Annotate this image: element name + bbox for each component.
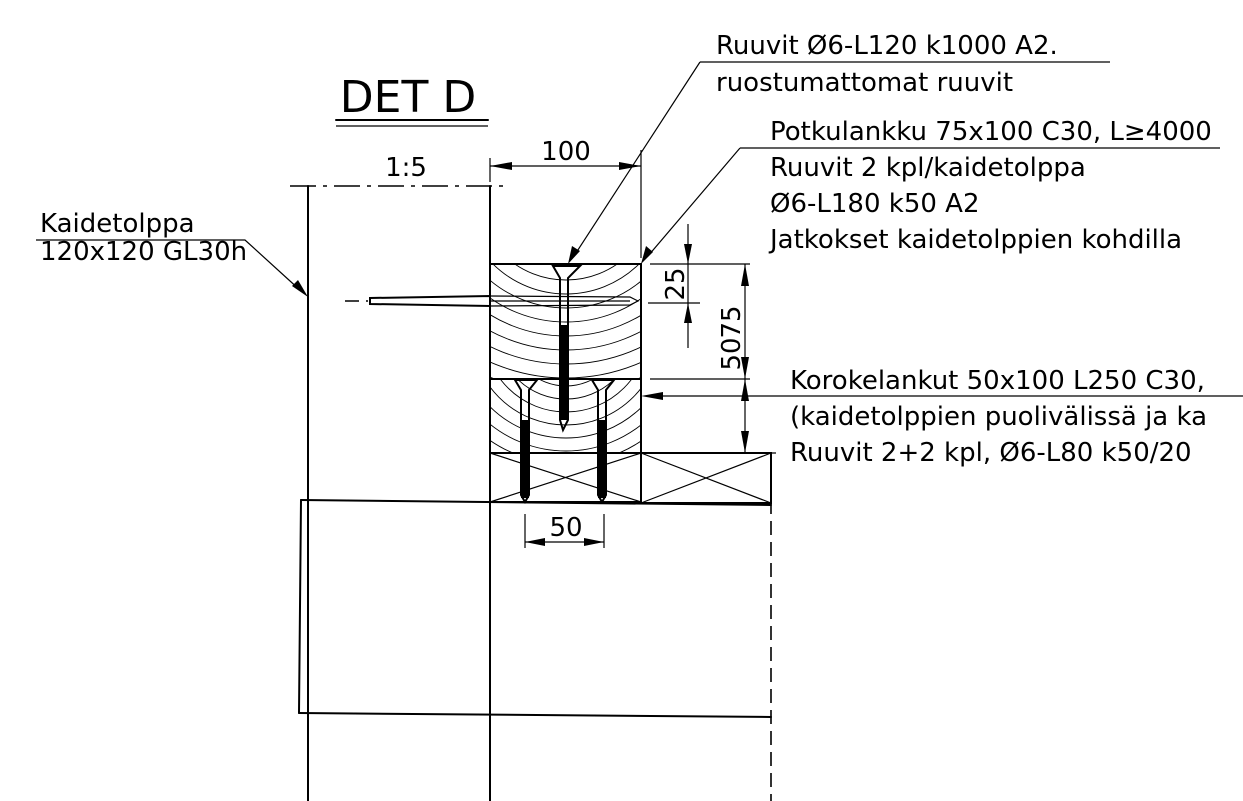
- detail-title: DET D: [340, 72, 476, 123]
- wood-grain-ring: [490, 297, 641, 323]
- post-label-line1: Kaidetolppa: [40, 209, 195, 239]
- kickboard-label: Potkulankku 75x100 C30, L≥4000 Ruuvit 2 …: [641, 117, 1220, 264]
- kickboard-label-line1: Potkulankku 75x100 C30, L≥4000: [770, 117, 1212, 147]
- dimension-top-width: 100: [489, 137, 642, 258]
- detail-title-block: DET D 1:5: [335, 72, 489, 183]
- riser-label: Korokelankut 50x100 L250 C30, (kaidetolp…: [641, 366, 1243, 468]
- vertical-screw-left: [513, 379, 540, 505]
- vertical-screw-right: [590, 379, 617, 505]
- dimension-75: 75: [717, 305, 747, 338]
- wood-grain-ring: [546, 170, 586, 210]
- wood-grain-ring: [490, 406, 641, 439]
- dimension-vertical-stack: 25 75 50: [648, 224, 776, 454]
- dimension-100: 100: [541, 137, 591, 167]
- wood-grain-ring: [490, 279, 641, 309]
- post: [290, 185, 510, 801]
- detail-scale: 1:5: [385, 153, 427, 183]
- wood-grain-ring: [492, 264, 640, 295]
- dimension-50-horizontal: 50: [549, 513, 582, 543]
- kickboard-label-line2: Ruuvit 2 kpl/kaidetolppa: [770, 153, 1086, 183]
- dimension-screw-spacing: 50: [524, 513, 605, 548]
- top-screw-label: Ruuvit Ø6-L120 k1000 A2. ruostumattomat …: [568, 31, 1110, 264]
- riser-label-line2: (kaidetolppien puolivälissä ja ka: [790, 402, 1207, 432]
- cross-section-blocks: [489, 452, 772, 504]
- riser-label-line3: Ruuvit 2+2 kpl, Ø6-L80 k50/20: [790, 438, 1192, 468]
- kickboard-label-line3: Ø6-L180 k50 A2: [770, 189, 980, 219]
- dimension-25: 25: [661, 267, 691, 300]
- wood-grain-ring: [490, 423, 641, 452]
- riser-label-line1: Korokelankut 50x100 L250 C30,: [790, 366, 1205, 396]
- kickboard-label-line4: Jatkokset kaidetolppien kohdilla: [768, 225, 1182, 255]
- vertical-screw-center: [551, 265, 583, 433]
- deck-beam: [298, 499, 772, 801]
- post-label: Kaidetolppa 120x120 GL30h: [36, 209, 308, 297]
- top-screw-label-line2: ruostumattomat ruuvit: [716, 68, 1013, 98]
- post-label-line2: 120x120 GL30h: [40, 237, 247, 267]
- wood-grain-ring: [513, 264, 619, 281]
- top-screw-label-line1: Ruuvit Ø6-L120 k1000 A2.: [716, 31, 1058, 61]
- dimension-50-vertical: 50: [717, 337, 747, 370]
